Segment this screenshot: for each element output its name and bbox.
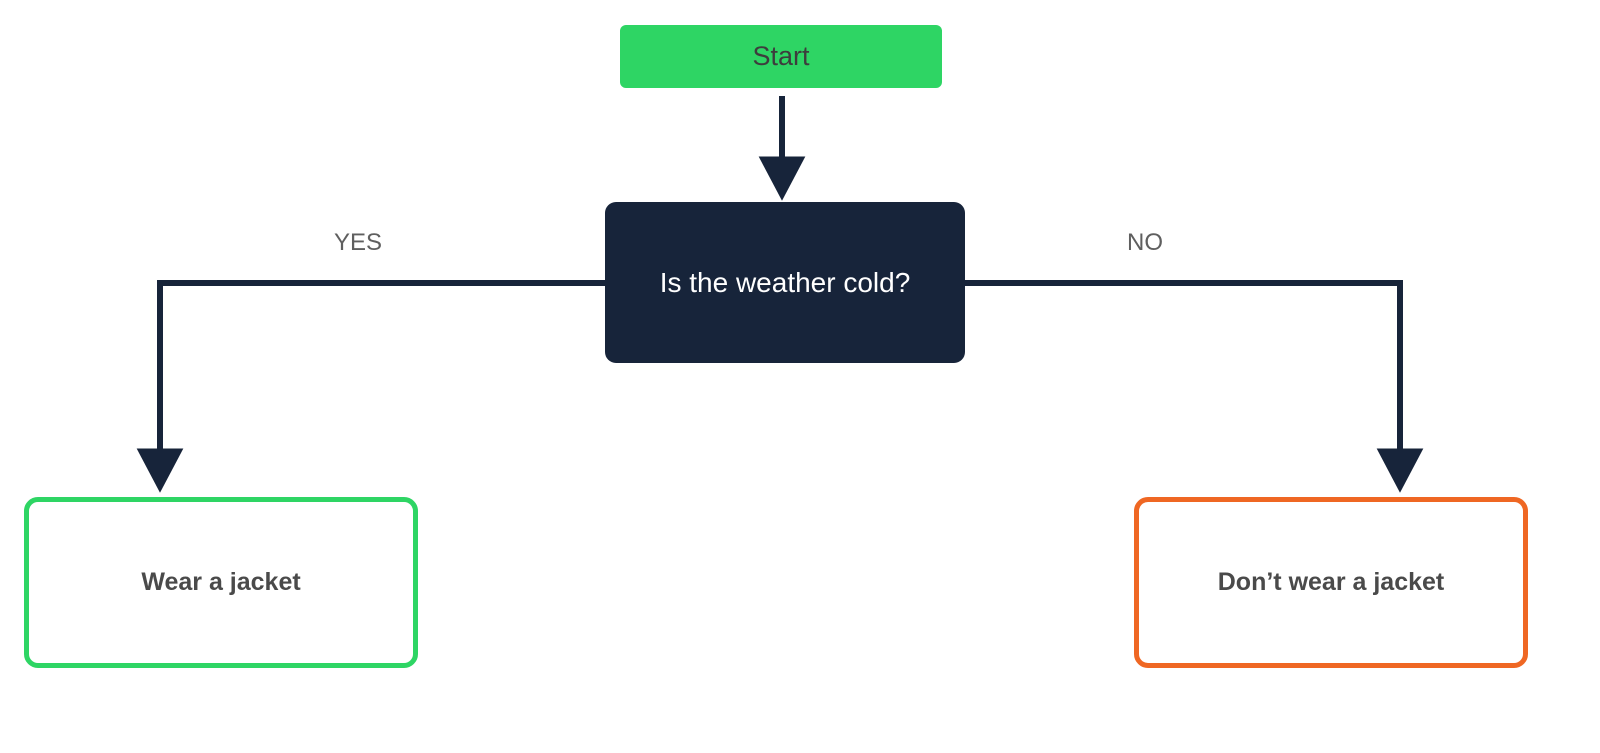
edge-yes-branch — [136, 280, 605, 493]
edge-label-no: NO — [1127, 229, 1163, 256]
node-decision-weather-cold[interactable]: Is the weather cold? — [605, 202, 965, 363]
edge-no-branch — [965, 280, 1424, 493]
edge-label-yes: YES — [334, 229, 383, 256]
node-outcome-wear-jacket[interactable]: Wear a jacket — [24, 497, 418, 668]
node-outcome-dont-wear-jacket[interactable]: Don’t wear a jacket — [1134, 497, 1528, 668]
node-start[interactable]: Start — [620, 25, 942, 88]
